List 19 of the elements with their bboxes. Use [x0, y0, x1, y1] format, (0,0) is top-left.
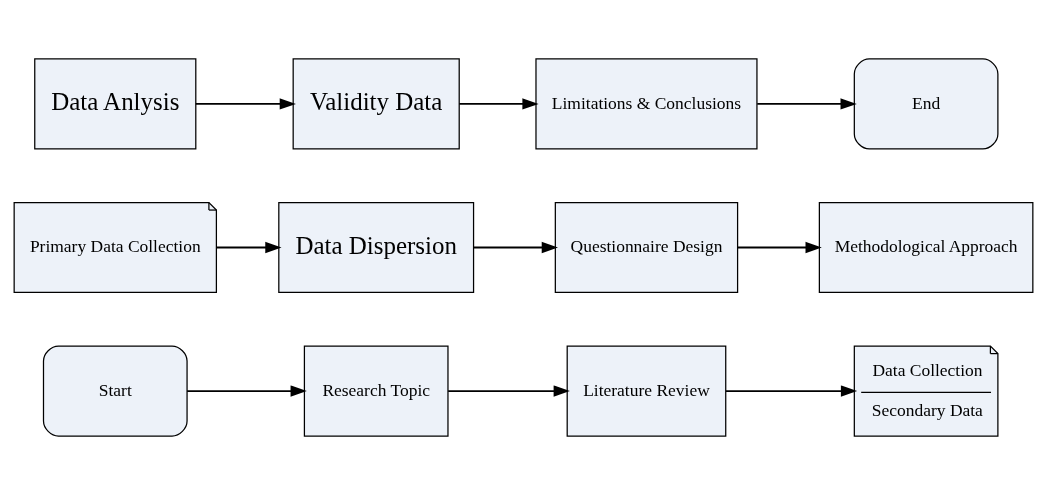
node-box: Questionnaire Design: [554, 201, 739, 294]
arrow: [472, 241, 558, 254]
arrow: [458, 98, 539, 110]
arrow: [194, 98, 296, 110]
node-box: Start: [42, 345, 188, 437]
node-box: Literature Review: [566, 345, 727, 437]
arrow: [725, 385, 858, 397]
node-box: End: [853, 58, 999, 150]
node-box: Methodological Approach: [818, 201, 1034, 294]
node-box: Research Topic: [303, 345, 449, 437]
arrow: [736, 241, 822, 254]
arrow: [447, 385, 570, 397]
node-box: Validity Data: [292, 58, 460, 150]
node-box: Data Dispersion: [278, 201, 475, 294]
arrow: [756, 98, 857, 110]
arrow: [215, 241, 282, 254]
node-box: Limitations & Conclusions: [535, 58, 758, 150]
arrow: [186, 385, 307, 397]
node-box: Data Anlysis: [34, 58, 197, 150]
